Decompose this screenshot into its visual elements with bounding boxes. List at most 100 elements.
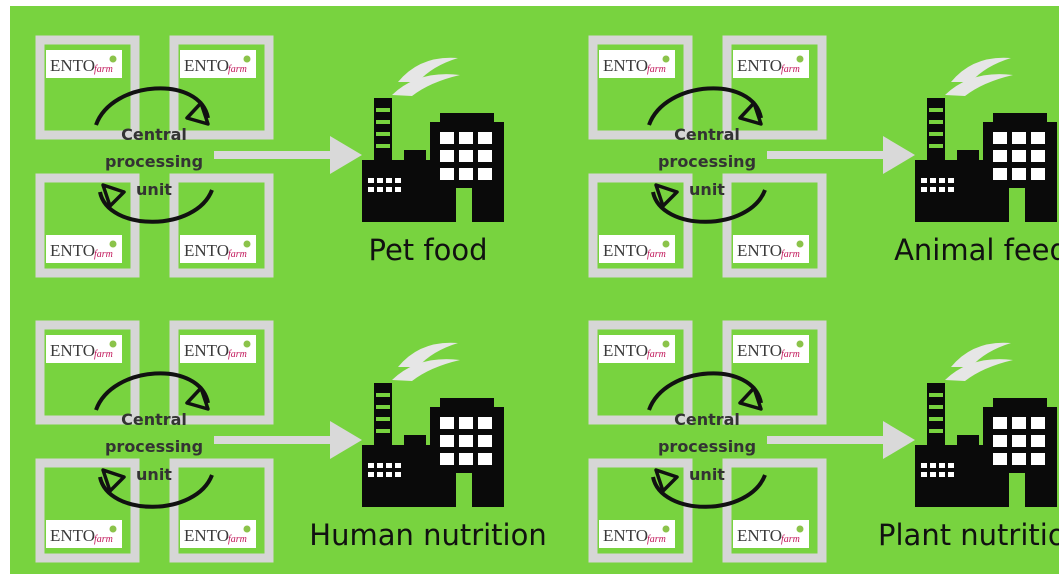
logo-main-text: ENTO (603, 526, 648, 545)
cpu-label-line: Central (674, 410, 740, 429)
product-label: Animal feed (894, 233, 1059, 267)
cpu-label-line: processing (658, 152, 756, 171)
factory-window (440, 132, 454, 144)
chimney-stripe (929, 108, 943, 112)
factory-window-small (948, 472, 954, 477)
factory-window (993, 150, 1007, 162)
chimney-stripe (929, 405, 943, 409)
unit-frame (722, 173, 827, 278)
factory-window-small (368, 463, 374, 468)
logo-main-text: ENTO (737, 341, 782, 360)
logo-main-text: ENTO (737, 526, 782, 545)
logo-leaf-icon (243, 340, 251, 348)
logo-sub-text: farm (781, 249, 800, 260)
chimney-stripe (929, 144, 943, 148)
arrow-shaft (214, 151, 334, 159)
factory-window-small (921, 463, 927, 468)
factory-window-small (939, 472, 945, 477)
factory-window (459, 150, 473, 162)
factory-window-small (930, 187, 936, 192)
factory-window (459, 132, 473, 144)
factory-window-small (368, 178, 374, 183)
cpu-label-line: processing (105, 152, 203, 171)
cpu-label-line: processing (105, 437, 203, 456)
cpu-label-line: Central (121, 125, 187, 144)
factory-window-small (395, 178, 401, 183)
factory-window-small (948, 463, 954, 468)
logo-sub-text: farm (647, 349, 666, 360)
logo-leaf-icon (662, 240, 670, 248)
factory-window-small (386, 463, 392, 468)
logo-leaf-icon (109, 525, 117, 533)
product-label: Human nutrition (309, 518, 546, 552)
logo-sub-text: farm (781, 349, 800, 360)
factory-door (1009, 188, 1025, 222)
factory-vent (957, 150, 979, 160)
logo-leaf-icon (243, 525, 251, 533)
cpu-label-line: unit (136, 180, 172, 199)
unit-frame (169, 173, 274, 278)
logo-main-text: ENTO (737, 56, 782, 75)
factory-vent (404, 435, 426, 445)
chimney (374, 98, 392, 160)
logo-sub-text: farm (647, 249, 666, 260)
logo-background (46, 50, 122, 78)
arrow-head (330, 421, 362, 459)
cycle-arrows-icon (647, 86, 767, 224)
factory-window (1012, 417, 1026, 429)
logo-background (733, 235, 809, 263)
factory-icon (915, 342, 1057, 507)
factory-window-small (368, 472, 374, 477)
cycle-arc-bottom (98, 189, 214, 224)
logo-leaf-icon (662, 525, 670, 533)
arrow-shaft (767, 436, 887, 444)
factory-window (478, 132, 492, 144)
cpu-label-line: Central (121, 410, 187, 429)
factory-window (1031, 150, 1045, 162)
factory-icon (362, 57, 504, 222)
logo-sub-text: farm (94, 64, 113, 75)
logo-leaf-icon (796, 55, 804, 63)
logo-background (180, 520, 256, 548)
factory-window (1031, 168, 1045, 180)
factory-window-small (921, 187, 927, 192)
chimney-stripe (929, 393, 943, 397)
logo-background (599, 50, 675, 78)
factory-window (459, 168, 473, 180)
smoke-puff-bottom (945, 74, 1013, 96)
logo-background (46, 235, 122, 263)
logo-leaf-icon (662, 340, 670, 348)
factory-window-small (930, 463, 936, 468)
factory-window-small (377, 178, 383, 183)
cycle-arrowhead-bottom (654, 183, 679, 208)
smoke-puff-bottom (945, 359, 1013, 381)
factory-window-small (386, 178, 392, 183)
factory-window (1012, 453, 1026, 465)
chimney-stripe (929, 132, 943, 136)
factory-window (478, 417, 492, 429)
unit-frame (588, 173, 693, 278)
chimney-stripe (376, 120, 390, 124)
logo-background (180, 50, 256, 78)
factory-roof (440, 113, 494, 122)
chimney-stripe (929, 120, 943, 124)
logo-main-text: ENTO (184, 341, 229, 360)
unit-frame (35, 173, 140, 278)
logo-background (46, 520, 122, 548)
smoke-puff-top (951, 57, 1011, 82)
factory-window (993, 132, 1007, 144)
smoke-puff-bottom (392, 74, 460, 96)
factory-window (1031, 132, 1045, 144)
